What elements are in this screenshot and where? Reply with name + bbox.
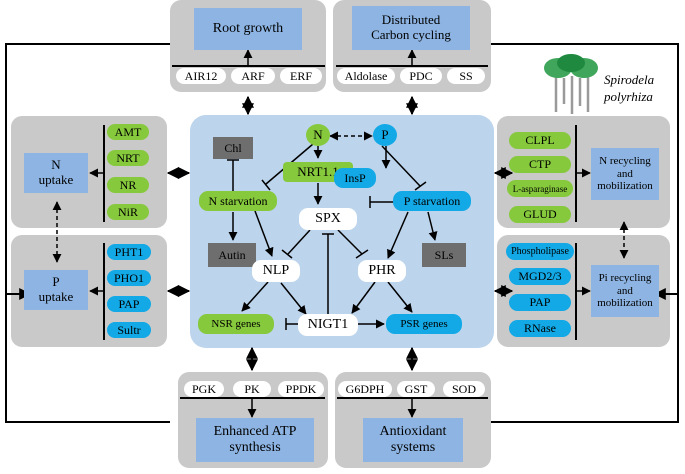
gene-pgk: PGK (184, 381, 224, 397)
gene-pho1: PHO1 (107, 270, 151, 286)
antioxidant-title-2: systems (390, 440, 436, 455)
gene-rnase: RNase (509, 320, 571, 337)
gene-aldolase: Aldolase (337, 68, 395, 84)
spirodela-icon (544, 54, 598, 114)
gene-air12: AIR12 (176, 68, 226, 84)
gene-nrt: NRT (107, 150, 149, 166)
carbon-cycling-box: Distributed Carbon cycling (352, 6, 470, 50)
gene-pap-uptake: PAP (107, 296, 151, 312)
n-recycling-title-1: N recycling (599, 155, 651, 168)
p-uptake-title-2: uptake (38, 289, 74, 304)
p-node: P (373, 124, 397, 146)
gene-pap-recycling: PAP (509, 294, 571, 311)
antioxidant-title-1: Antioxidant (379, 423, 447, 439)
gene-arf: ARF (231, 68, 275, 84)
gene-gst: GST (397, 381, 435, 397)
gene-clpl: CLPL (509, 132, 571, 149)
spx-node: SPX (299, 208, 357, 230)
gene-erf: ERF (280, 68, 322, 84)
gene-l-asparaginase: L-asparaginase (507, 180, 573, 197)
phr-node: PHR (358, 260, 406, 282)
gene-g6dph: G6DPH (338, 381, 392, 397)
gene-mgd23: MGD2/3 (509, 268, 571, 285)
nigt1-node: NIGT1 (298, 314, 358, 336)
gene-pdc: PDC (400, 68, 442, 84)
psr-genes-node: PSR genes (386, 314, 462, 334)
p-uptake-box: P uptake (24, 270, 88, 310)
gene-sod: SOD (443, 381, 485, 397)
root-growth-box: Root growth (194, 8, 302, 50)
gene-pk: PK (233, 381, 271, 397)
pi-recycling-title-3: mobilization (597, 297, 653, 310)
carbon-title-1: Distributed (381, 12, 441, 28)
pi-recycling-title-2: and (617, 284, 633, 297)
gene-nir: NiR (107, 204, 149, 220)
nlp-node: NLP (252, 260, 300, 282)
p-uptake-title-1: P (52, 274, 60, 290)
carbon-title-2: Carbon cycling (371, 27, 451, 42)
p-starvation-node: P starvation (393, 191, 471, 211)
gene-nr: NR (107, 177, 149, 193)
insp-node: InsP (334, 168, 376, 188)
n-uptake-title-1: N (51, 157, 61, 173)
atp-title-2: synthesis (229, 440, 281, 455)
chl-node: Chl (213, 137, 253, 159)
pi-recycling-title-1: Pi recycling (598, 272, 652, 285)
antioxidant-box: Antioxidant systems (363, 418, 463, 462)
species-name-1: Spirodela (604, 72, 655, 87)
atp-title-1: Enhanced ATP (213, 423, 297, 439)
n-recycling-title-2: and (617, 167, 633, 180)
species-name-2: polyrhiza (604, 89, 653, 104)
gene-sultr: Sultr (107, 322, 151, 338)
root-growth-title: Root growth (212, 20, 284, 36)
nsr-genes-node: NSR genes (198, 314, 274, 334)
gene-amt: AMT (107, 124, 149, 140)
sls-node: SLs (422, 243, 466, 267)
n-starvation-node: N starvation (199, 191, 277, 211)
gene-pht1: PHT1 (107, 244, 151, 260)
n-recycling-box: N recycling and mobilization (591, 148, 659, 200)
autin-node: Autin (208, 243, 256, 267)
n-node: N (306, 124, 330, 146)
n-recycling-title-3: mobilization (597, 180, 653, 193)
gene-ppdk: PPDK (278, 381, 324, 397)
n-uptake-box: N uptake (24, 153, 88, 193)
gene-ss: SS (447, 68, 485, 84)
atp-box: Enhanced ATP synthesis (196, 418, 314, 462)
gene-ctp: CTP (509, 156, 571, 173)
gene-glud: GLUD (509, 206, 571, 223)
pi-recycling-box: Pi recycling and mobilization (591, 265, 659, 317)
gene-phospholipase: Phospholipase (506, 243, 574, 260)
n-uptake-title-2: uptake (38, 172, 74, 187)
